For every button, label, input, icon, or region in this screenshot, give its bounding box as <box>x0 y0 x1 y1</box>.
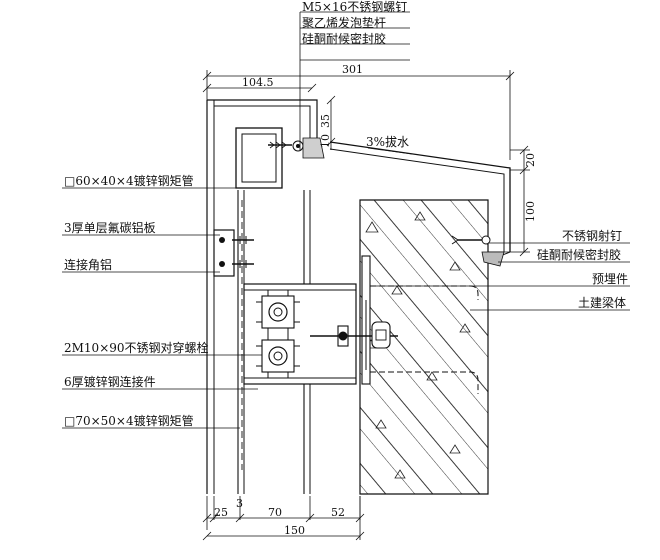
label-connector: 6厚镀锌钢连接件 <box>64 374 156 389</box>
right-sealant <box>481 251 505 267</box>
bolt-upper <box>256 290 300 334</box>
label-screw: M5×16不锈钢螺钉 <box>302 0 407 14</box>
steel-nail <box>451 235 491 245</box>
label-alu-panel: 3厚单层氟碳铝板 <box>64 220 156 235</box>
bolt-lower <box>256 334 300 378</box>
dim-20: 20 <box>524 153 537 167</box>
slope-note: 3%拔水 <box>366 134 409 149</box>
dim-b25: 25 <box>214 506 228 519</box>
label-beam: 土建梁体 <box>578 295 626 310</box>
dim-100: 100 <box>524 201 537 222</box>
label-nail: 不锈钢射钉 <box>562 228 622 243</box>
dim-b150: 150 <box>284 524 305 537</box>
label-sealant-right: 硅酮耐候密封胶 <box>537 247 621 262</box>
dim-b52: 52 <box>331 506 345 519</box>
dim-b70: 70 <box>268 506 282 519</box>
label-tube-70x50: □70×50×4镀锌钢矩管 <box>64 413 194 428</box>
dim-10: 10 <box>319 134 332 148</box>
label-foam-rod: 聚乙烯发泡垫杆 <box>302 15 386 30</box>
dim-total-width: 301 <box>342 63 363 76</box>
dim-b3: 3 <box>236 497 243 510</box>
label-tube-60x40: □60×40×4镀锌钢矩管 <box>64 173 194 188</box>
dimension-lines <box>202 70 530 541</box>
slope-arrow <box>367 147 413 155</box>
dim-35: 35 <box>319 114 332 128</box>
dim-left-width: 104.5 <box>242 76 274 89</box>
label-sealant-top: 硅酮耐候密封胶 <box>302 31 386 46</box>
steel-tube-60x40 <box>235 127 325 189</box>
label-through-bolt: 2M10×90不锈钢对穿螺栓 <box>64 340 209 355</box>
angle-bracket <box>213 229 254 277</box>
leader-lines <box>62 11 630 429</box>
label-angle: 连接角铝 <box>64 257 112 272</box>
label-embedded: 预埋件 <box>592 272 628 286</box>
